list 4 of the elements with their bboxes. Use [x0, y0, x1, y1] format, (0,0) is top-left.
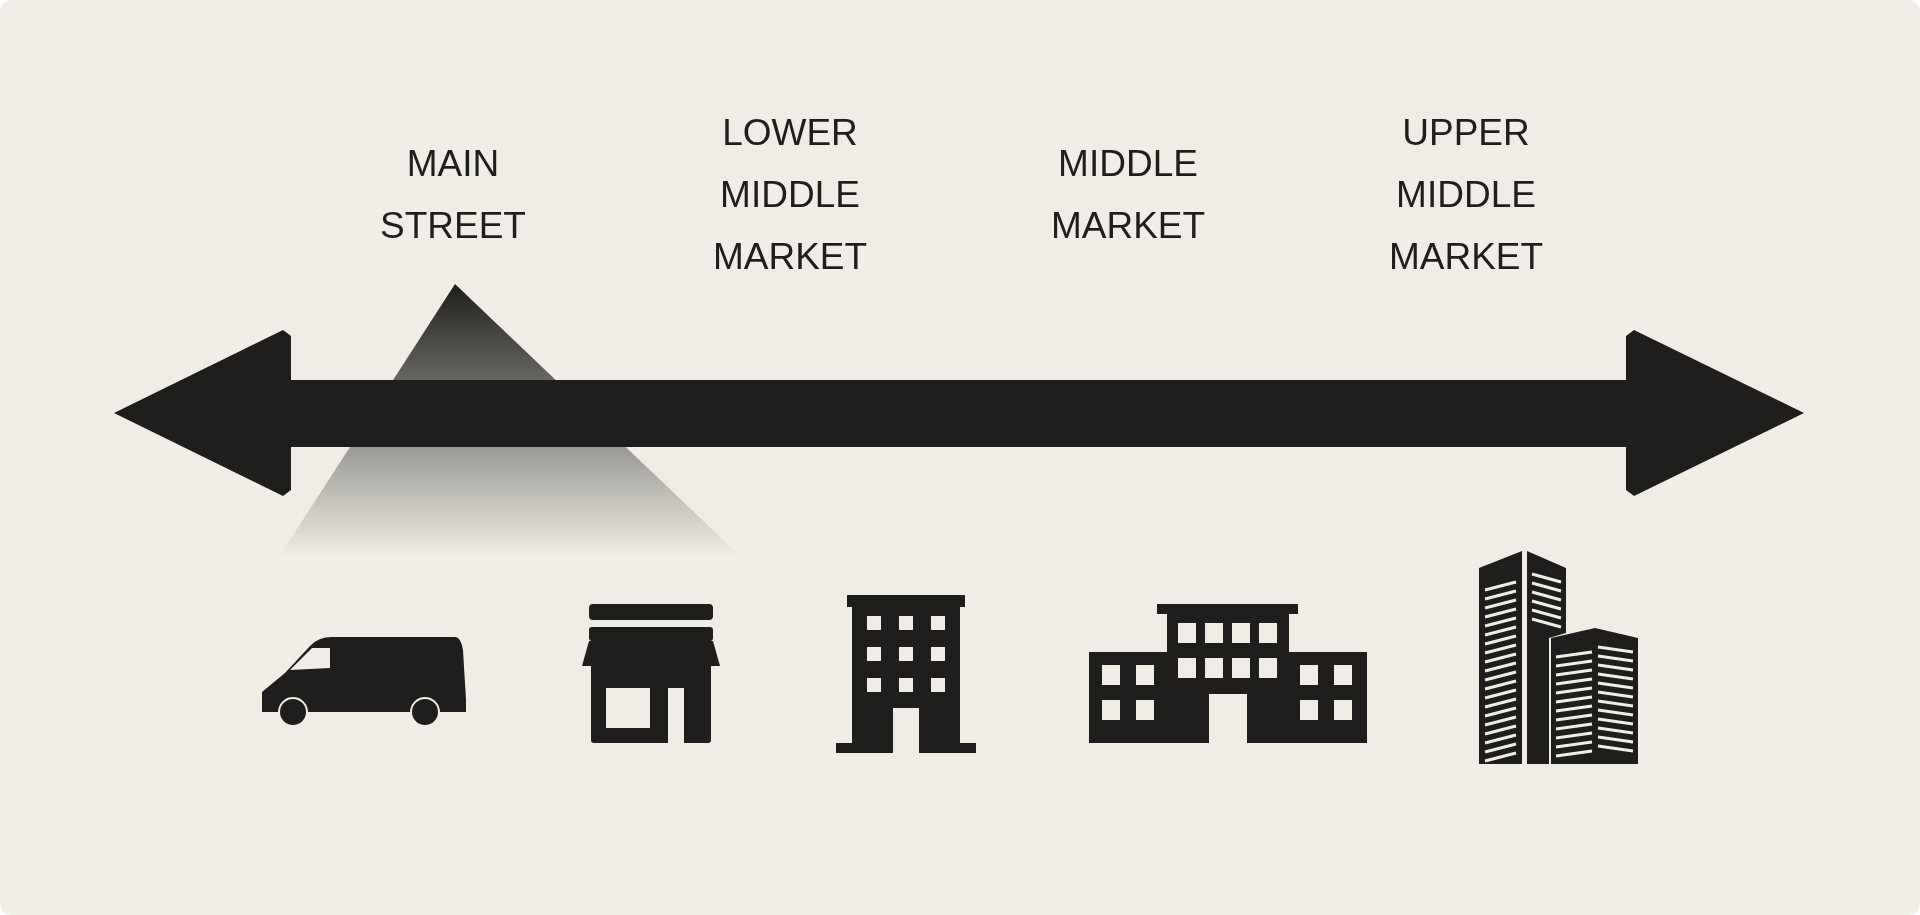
market-segment-label: LOWER MIDDLE MARKET [711, 111, 869, 279]
market-segment-label: UPPER MIDDLE MARKET [1387, 111, 1545, 279]
market-segment-label: MIDDLE MARKET [1049, 142, 1207, 248]
market-segment-label: MAIN STREET [379, 142, 527, 248]
